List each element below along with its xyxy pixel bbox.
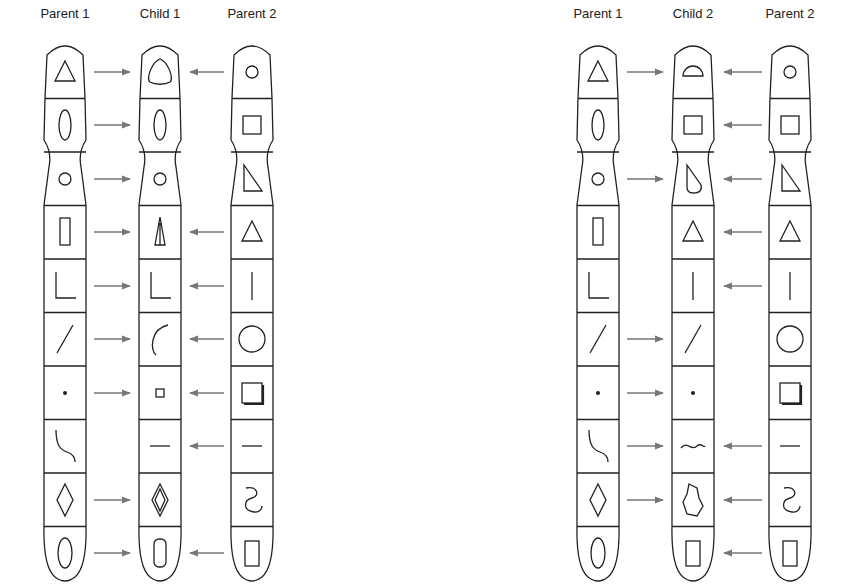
column-heading: Parent 1 [573,6,622,22]
chromosome-outline [44,46,86,581]
gene-symbols [55,61,76,568]
column-heading: Child 1 [140,6,180,22]
chromosome-outline [672,46,714,581]
chromosome-outline [139,46,181,581]
column-heading: Parent 2 [765,6,814,22]
gene-symbols [588,61,609,568]
chromosome-outline [577,46,619,581]
inheritance-arrows [94,72,762,553]
chromosome-outline [231,46,273,581]
column-heading: Child 2 [673,6,713,22]
gene-symbols [681,66,705,566]
column-heading: Parent 2 [227,6,276,22]
gene-symbols [777,66,803,566]
gene-symbols [239,66,265,566]
column-heading: Parent 1 [40,6,89,22]
chromosome-outline [769,46,811,581]
gene-symbols [149,59,172,567]
